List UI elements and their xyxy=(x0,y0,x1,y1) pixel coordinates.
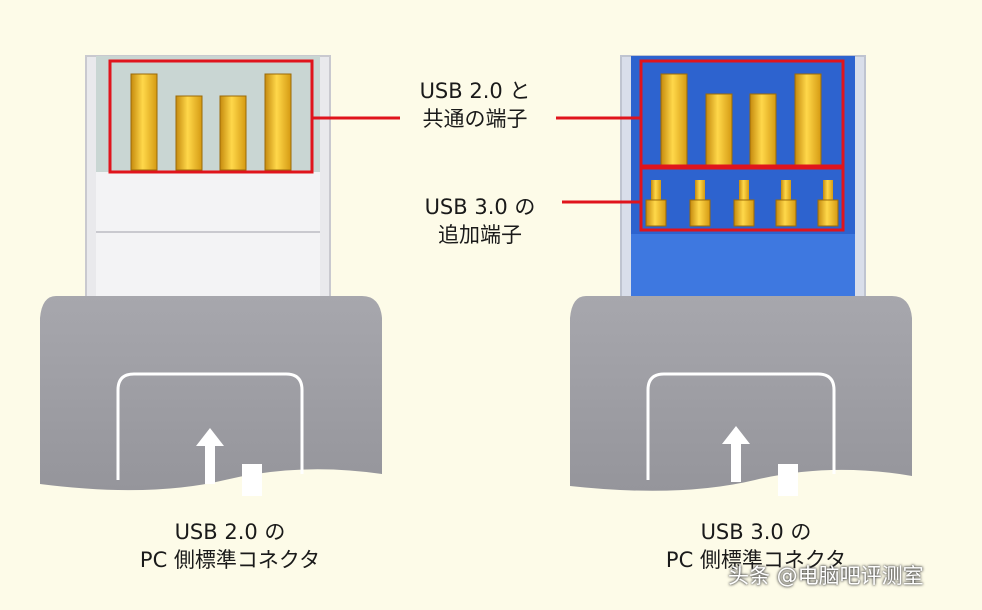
usb2-pin-2 xyxy=(175,95,203,171)
usb3-common-pins-highlight xyxy=(639,59,845,168)
usb2-caption: USB 2.0 の PC 側標準コネクタ xyxy=(110,518,350,574)
usb3-up-arrow-icon xyxy=(722,426,750,482)
usb3-pin-3 xyxy=(749,93,777,167)
usb3-added-pin-5 xyxy=(817,180,839,227)
usb3-caption: USB 3.0 の PC 側標準コネクタ xyxy=(636,518,876,574)
usb2-housing xyxy=(40,296,382,491)
usb3-added-pins-highlight xyxy=(639,166,845,232)
usb3-caption-line2: PC 側標準コネクタ xyxy=(665,548,847,572)
usb3-pin-2 xyxy=(705,93,733,167)
usb3-added-pin-2 xyxy=(689,180,711,227)
usb3-housing xyxy=(570,296,912,491)
added-pins-label-line1: USB 3.0 の xyxy=(424,195,536,219)
added-pins-label-line2: 追加端子 xyxy=(438,223,522,247)
usb2-square-mark xyxy=(242,464,262,496)
usb2-up-arrow-icon xyxy=(196,428,224,484)
common-pins-label: USB 2.0 と 共通の端子 xyxy=(390,77,560,133)
common-pins-label-line1: USB 2.0 と xyxy=(419,79,531,103)
usb3-square-mark xyxy=(778,464,798,496)
usb3-pin-1 xyxy=(660,73,688,167)
common-pins-label-line2: 共通の端子 xyxy=(422,107,528,131)
usb3-added-pin-1 xyxy=(645,180,667,227)
usb2-caption-line1: USB 2.0 の xyxy=(174,520,286,544)
usb2-pin-3 xyxy=(219,95,247,171)
usb2-pin-1 xyxy=(130,73,158,171)
usb2-connector xyxy=(40,55,382,496)
usb3-caption-line1: USB 3.0 の xyxy=(700,520,812,544)
usb2-pin-4 xyxy=(264,73,292,171)
usb3-pin-4 xyxy=(794,73,822,167)
watermark: 头条 @电脑吧评测室 xyxy=(728,564,924,588)
added-pins-label: USB 3.0 の 追加端子 xyxy=(395,193,565,249)
usb3-added-pin-4 xyxy=(775,180,797,227)
usb3-added-pin-3 xyxy=(733,180,755,227)
usb3-connector xyxy=(570,55,912,496)
usb2-caption-line2: PC 側標準コネクタ xyxy=(139,548,321,572)
